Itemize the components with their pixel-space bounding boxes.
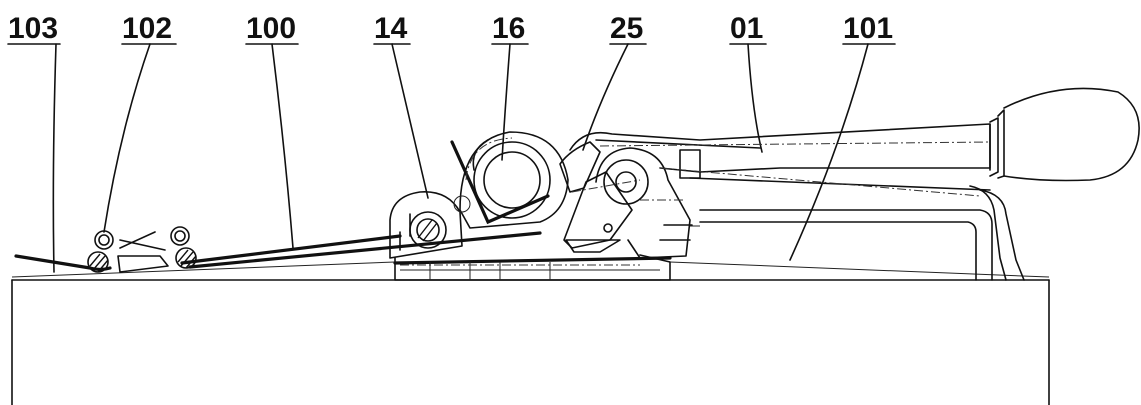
label-100: 100 [246,12,296,45]
roller-group-102 [87,226,197,273]
rear-support-frame [659,167,1025,281]
label-14: 14 [374,12,408,45]
label-102: 102 [122,12,172,45]
label-01: 01 [730,12,763,45]
pivot-housing [595,147,693,259]
label-101: 101 [843,12,893,45]
tool-base-plate [394,254,671,281]
base-block [11,261,1050,405]
strap [14,140,672,272]
reference-labels: 103 102 100 14 16 25 01 101 [7,12,896,45]
tension-wheel-16 [453,131,569,229]
label-103: 103 [8,12,58,45]
leader-lines [52,43,869,273]
cutter-assembly-25 [559,141,641,253]
label-25: 25 [610,12,643,45]
feed-wheel-14 [389,191,463,259]
lever-handle-01 [569,87,1140,191]
label-16: 16 [492,12,525,45]
